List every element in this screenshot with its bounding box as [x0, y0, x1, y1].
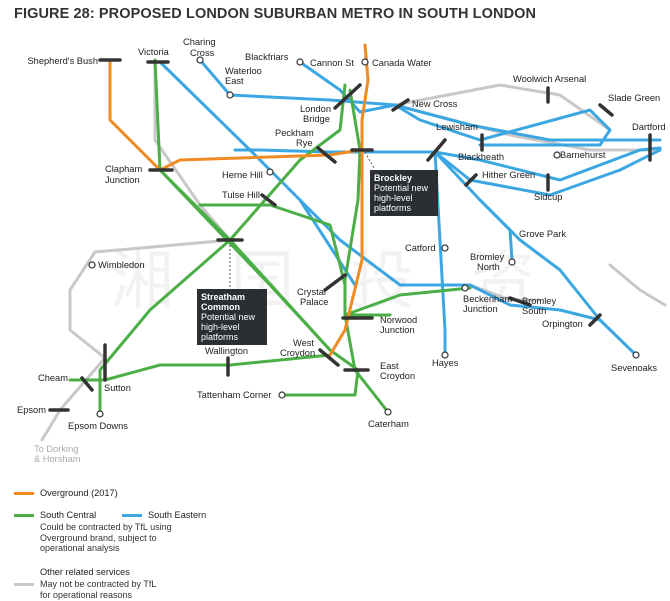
streatham-callout: Streatham Common Potential new high-leve…: [197, 289, 267, 345]
label-bromley-north-1: Bromley: [470, 252, 504, 262]
other-note-1: May not be contracted by TfL: [40, 579, 157, 589]
streatham-line-1: Potential new: [201, 312, 256, 322]
label-sutton: Sutton: [104, 383, 131, 393]
label-epsom: Epsom: [17, 405, 46, 415]
label-to-dorking-2: & Horsham: [34, 454, 81, 464]
legend-other-title: Other related services: [40, 567, 130, 577]
label-crystal-palace-1: Crystal: [297, 287, 326, 297]
label-norwood-2: Junction: [380, 325, 415, 335]
south-eastern-lines: [158, 58, 662, 357]
label-orpington: Orpington: [542, 319, 583, 329]
brockley-callout: Brockley Potential new high-level platfo…: [370, 170, 438, 216]
streatham-name-1: Streatham: [201, 292, 246, 302]
label-slade-green: Slade Green: [608, 93, 660, 103]
sc-note-1: Could be contracted by TfL using: [40, 522, 172, 532]
streatham-line-3: platforms: [201, 332, 239, 342]
label-blackheath: Blackheath: [458, 152, 504, 162]
label-tattenham: Tattenham Corner: [197, 390, 271, 400]
label-hayes: Hayes: [432, 358, 459, 368]
callout-leaders: [229, 151, 375, 290]
label-lewisham: Lewisham: [436, 122, 478, 132]
legend-south-central-note: Could be contracted by TfL using Overgro…: [40, 522, 172, 554]
label-cannon-st: Cannon St: [310, 58, 354, 68]
legend-south-central-label: South Central: [40, 510, 97, 520]
label-west-croydon-1: West: [293, 338, 314, 348]
legend-other-note: for operational reasons: [40, 590, 132, 601]
streatham-line-2: high-level: [201, 322, 240, 332]
label-caterham: Caterham: [368, 419, 409, 429]
label-bromley-south-1: Bromley: [522, 296, 556, 306]
label-bromley-south-2: South: [522, 306, 546, 316]
label-waterloo-1: Waterloo: [225, 66, 262, 76]
figure-title: FIGURE 28: PROPOSED LONDON SUBURBAN METR…: [14, 6, 537, 22]
station-labels: Shepherd's Bush Victoria Charing Cross B…: [17, 37, 666, 464]
label-blackfriars: Blackfriars: [245, 52, 289, 62]
label-herne-hill: Herne Hill: [222, 170, 263, 180]
legend-overground-label: Overground (2017): [40, 488, 118, 498]
legend-overground-swatch: [14, 492, 34, 496]
label-beckenham-2: Junction: [463, 304, 498, 314]
label-shepherds-bush: Shepherd's Bush: [27, 56, 98, 66]
label-wallington: Wallington: [205, 346, 248, 356]
label-norwood-1: Norwood: [380, 315, 417, 325]
legend-other: May not be contracted by TfL: [14, 579, 156, 590]
legend-other-swatch: [14, 583, 34, 587]
legend-south-eastern: South Eastern: [122, 510, 206, 520]
label-charing-cross-2: Cross: [190, 48, 215, 58]
legend-south-central: South Central: [14, 510, 96, 520]
label-sevenoaks: Sevenoaks: [611, 363, 657, 373]
label-crystal-palace-2: Palace: [300, 297, 328, 307]
label-peckham-rye-2: Rye: [296, 138, 313, 148]
label-new-cross: New Cross: [412, 99, 458, 109]
overground-lines: [108, 43, 370, 357]
label-west-croydon-2: Croydon: [280, 348, 315, 358]
legend-south-eastern-swatch: [122, 514, 142, 518]
station-ticks: [48, 58, 652, 412]
label-cheam: Cheam: [38, 373, 68, 383]
label-wimbledon: Wimbledon: [98, 260, 145, 270]
label-sidcup: Sidcup: [534, 192, 562, 202]
label-hither-green: Hither Green: [482, 170, 535, 180]
route-map: Shepherd's Bush Victoria Charing Cross B…: [17, 37, 667, 464]
legend-other-label: Other related services: [40, 567, 130, 577]
brockley-line-1: Potential new: [374, 183, 429, 193]
legend-overground: Overground (2017): [14, 488, 118, 498]
label-bromley-north-2: North: [477, 262, 500, 272]
streatham-name-2: Common: [201, 302, 240, 312]
label-barnehurst: Barnehurst: [560, 150, 606, 160]
label-epsom-downs: Epsom Downs: [68, 421, 128, 431]
label-london-bridge-2: Bridge: [303, 114, 330, 124]
station-circles: [88, 56, 640, 418]
sc-note-3: operational analysis: [40, 543, 120, 553]
brockley-name: Brockley: [374, 173, 413, 183]
label-beckenham-1: Beckenham: [463, 294, 512, 304]
label-victoria: Victoria: [138, 47, 170, 57]
label-peckham-rye-1: Peckham: [275, 128, 314, 138]
label-canada-water: Canada Water: [372, 58, 432, 68]
label-east-croydon-1: East: [380, 361, 399, 371]
legend-south-eastern-label: South Eastern: [148, 510, 207, 520]
label-catford: Catford: [405, 243, 436, 253]
label-east-croydon-2: Croydon: [380, 371, 415, 381]
legend-south-central-swatch: [14, 514, 34, 518]
label-clapham-1: Clapham: [105, 164, 142, 174]
label-charing-cross-1: Charing: [183, 37, 216, 47]
label-dartford: Dartford: [632, 122, 666, 132]
label-waterloo-2: East: [225, 76, 244, 86]
label-to-dorking-1: To Dorking: [34, 444, 78, 454]
label-clapham-2: Junction: [105, 175, 140, 185]
sc-note-2: Overground brand, subject to: [40, 532, 157, 543]
label-woolwich-arsenal: Woolwich Arsenal: [513, 74, 586, 84]
other-note-2: for operational reasons: [40, 590, 133, 600]
label-grove-park: Grove Park: [519, 229, 566, 239]
brockley-line-3: platforms: [374, 203, 412, 213]
label-london-bridge-1: London: [300, 104, 331, 114]
brockley-line-2: high-level: [374, 193, 413, 203]
label-tulse-hill: Tulse Hill: [222, 190, 260, 200]
